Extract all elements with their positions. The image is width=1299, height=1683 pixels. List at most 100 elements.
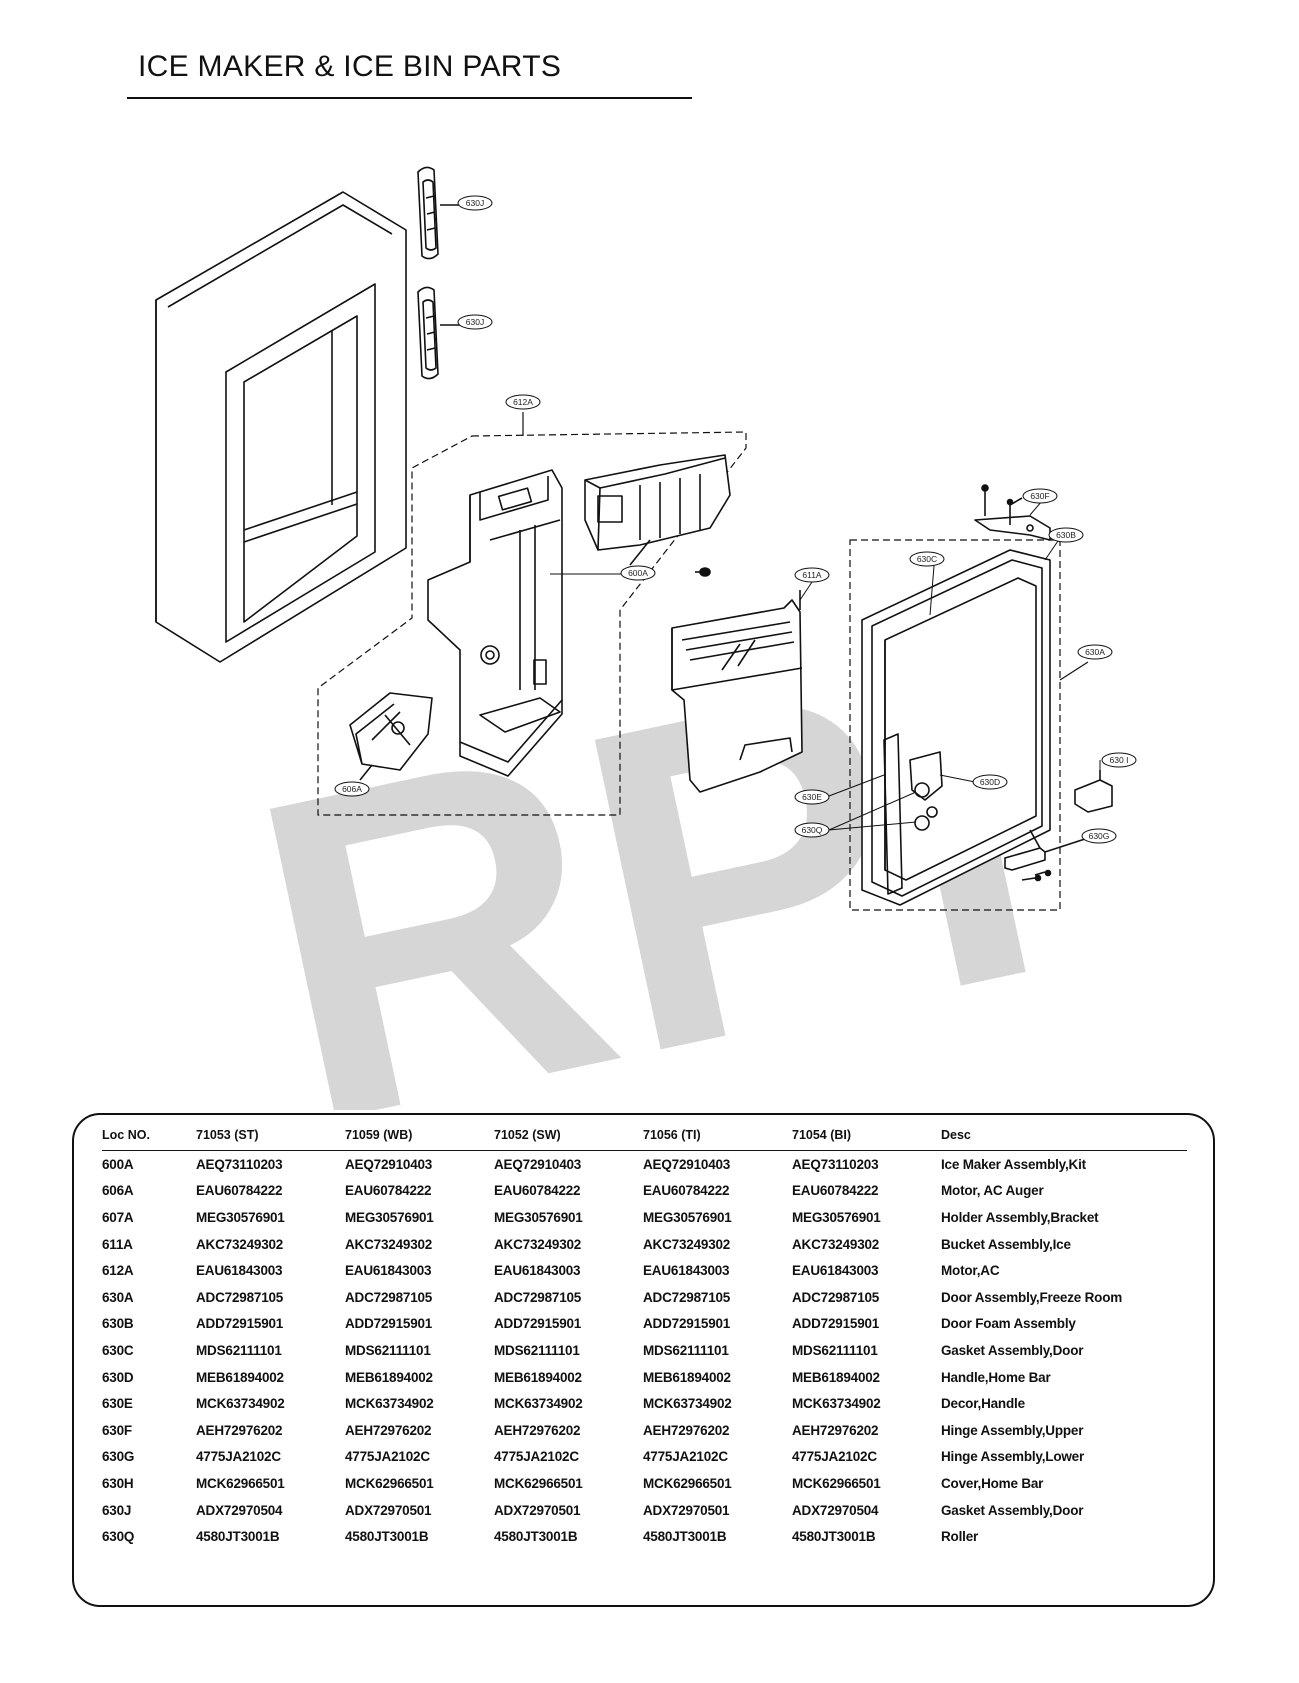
cell-loc: 630Q <box>102 1529 135 1545</box>
freezer-door-assembly <box>861 549 1051 906</box>
cell-loc: 606A <box>102 1183 134 1199</box>
gasket-630j-upper <box>417 166 461 260</box>
cell-part-71059: EAU61843003 <box>345 1263 432 1279</box>
table-row: 600A AEQ73110203 AEQ72910403 AEQ72910403 AEQ… <box>102 1151 1187 1178</box>
cell-part-71056: EAU60784222 <box>643 1183 730 1199</box>
callout-611a: 611A <box>802 570 822 580</box>
callout-630b: 630B <box>1056 530 1076 540</box>
cell-part-71059: ADX72970501 <box>345 1502 432 1518</box>
cell-part-71053: 4580JT3001B <box>196 1529 280 1545</box>
cell-part-71053: ADD72915901 <box>196 1316 284 1332</box>
cell-part-71053: 4775JA2102C <box>196 1449 281 1465</box>
cell-part-71056: ADX72970501 <box>643 1502 730 1518</box>
cell-loc: 630G <box>102 1449 135 1465</box>
cell-part-71054: MEB61894002 <box>792 1369 880 1385</box>
cell-part-71056: MEB61894002 <box>643 1369 731 1385</box>
cell-part-71056: ADD72915901 <box>643 1316 731 1332</box>
cell-desc: Gasket Assembly,Door <box>941 1502 1084 1518</box>
cell-part-71052: EAU61843003 <box>494 1263 581 1279</box>
cell-desc: Hinge Assembly,Upper <box>941 1422 1084 1438</box>
cell-part-71052: MEG30576901 <box>494 1209 583 1225</box>
cell-loc: 630F <box>102 1422 132 1438</box>
cell-part-71053: MEB61894002 <box>196 1369 284 1385</box>
cell-part-71056: MEG30576901 <box>643 1209 732 1225</box>
cell-desc: Decor,Handle <box>941 1396 1025 1412</box>
exploded-parts-diagram: RPI <box>155 166 1137 1110</box>
cell-part-71059: AKC73249302 <box>345 1236 433 1252</box>
cell-part-71054: MCK62966501 <box>792 1475 881 1491</box>
table-row: 630E MCK63734902 MCK63734902 MCK63734902 MCK… <box>102 1390 1187 1417</box>
cell-part-71054: ADD72915901 <box>792 1316 880 1332</box>
header-71054: 71054 (BI) <box>792 1125 941 1151</box>
cell-desc: Door Assembly,Freeze Room <box>941 1289 1123 1305</box>
cell-part-71059: 4775JA2102C <box>345 1449 430 1465</box>
cell-part-71056: MCK63734902 <box>643 1396 732 1412</box>
cell-part-71059: MCK63734902 <box>345 1396 434 1412</box>
cell-part-71059: AEQ72910403 <box>345 1156 433 1172</box>
cell-part-71052: AEH72976202 <box>494 1422 581 1438</box>
cell-part-71053: MDS62111101 <box>196 1342 282 1358</box>
parts-list-panel: Loc NO. 71053 (ST) 71059 (WB) 71052 (SW)… <box>72 1113 1215 1607</box>
cell-part-71053: MEG30576901 <box>196 1209 285 1225</box>
cell-part-71054: 4775JA2102C <box>792 1449 877 1465</box>
callout-630a: 630A <box>1085 647 1105 657</box>
cell-loc: 600A <box>102 1156 134 1172</box>
ice-bucket <box>671 590 803 793</box>
cell-part-71059: MEG30576901 <box>345 1209 434 1225</box>
cell-part-71053: AEQ73110203 <box>196 1156 283 1172</box>
cell-part-71052: MCK62966501 <box>494 1475 583 1491</box>
fridge-door-panel <box>155 191 407 663</box>
cell-part-71052: ADX72970501 <box>494 1502 581 1518</box>
header-71053: 71053 (ST) <box>196 1125 345 1151</box>
cell-part-71056: AEH72976202 <box>643 1422 730 1438</box>
cell-part-71056: AEQ72910403 <box>643 1156 731 1172</box>
cell-part-71054: EAU60784222 <box>792 1183 879 1199</box>
cell-loc: 630C <box>102 1342 134 1358</box>
cell-part-71056: MDS62111101 <box>643 1342 729 1358</box>
callout-630q: 630Q <box>802 825 823 835</box>
cell-part-71054: ADC72987105 <box>792 1289 880 1305</box>
header-desc: Desc <box>941 1125 1187 1151</box>
cell-part-71052: EAU60784222 <box>494 1183 581 1199</box>
cell-part-71056: ADC72987105 <box>643 1289 731 1305</box>
cell-part-71052: MDS62111101 <box>494 1342 580 1358</box>
cell-loc: 630A <box>102 1289 134 1305</box>
cell-part-71059: ADD72915901 <box>345 1316 433 1332</box>
cell-loc: 612A <box>102 1263 134 1279</box>
cell-loc: 607A <box>102 1209 134 1225</box>
callout-630d: 630D <box>980 777 1000 787</box>
cell-part-71052: MCK63734902 <box>494 1396 583 1412</box>
cell-part-71059: MCK62966501 <box>345 1475 434 1491</box>
page-title: ICE MAKER & ICE BIN PARTS <box>138 50 562 83</box>
cell-desc: Handle,Home Bar <box>941 1369 1051 1385</box>
header-71052: 71052 (SW) <box>494 1125 643 1151</box>
cell-part-71052: AEQ72910403 <box>494 1156 582 1172</box>
cell-loc: 630B <box>102 1316 134 1332</box>
callout-630c: 630C <box>917 554 937 564</box>
cell-loc: 611A <box>102 1236 133 1252</box>
cell-part-71054: AKC73249302 <box>792 1236 880 1252</box>
cell-loc: 630J <box>102 1502 132 1518</box>
table-header-row: Loc NO. 71053 (ST) 71059 (WB) 71052 (SW)… <box>102 1125 1187 1151</box>
cell-part-71054: MCK63734902 <box>792 1396 881 1412</box>
cell-part-71053: ADX72970504 <box>196 1502 283 1518</box>
cell-loc: 630H <box>102 1475 134 1491</box>
callout-600a: 600A <box>628 568 648 578</box>
cell-part-71059: 4580JT3001B <box>345 1529 429 1545</box>
cell-part-71059: ADC72987105 <box>345 1289 433 1305</box>
cell-part-71053: MCK63734902 <box>196 1396 285 1412</box>
cell-desc: Door Foam Assembly <box>941 1316 1076 1332</box>
table-row: 630J ADX72970504 ADX72970501 ADX72970501 ADX… <box>102 1497 1187 1524</box>
cell-part-71054: AEQ73110203 <box>792 1156 879 1172</box>
group-612a-outline <box>317 431 747 816</box>
cell-part-71052: ADC72987105 <box>494 1289 582 1305</box>
callout-630f: 630F <box>1030 491 1049 501</box>
cell-loc: 630E <box>102 1396 133 1412</box>
